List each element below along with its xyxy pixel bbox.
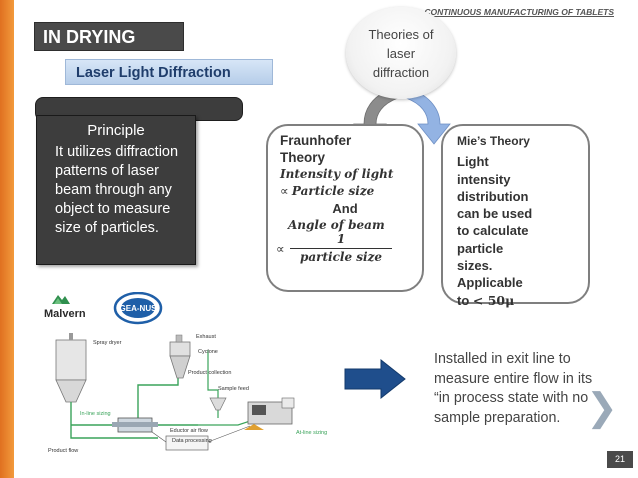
fraunhofer-box: Fraunhofer Theory Intensity of light ∝ P… [266, 124, 424, 292]
page-number: 21 [607, 451, 633, 468]
theories-bubble: Theories of laser diffraction [346, 7, 456, 99]
left-accent-stripe [0, 0, 14, 478]
mie-line7: sizes. [457, 258, 493, 274]
mie-line6: particle [457, 240, 504, 256]
mie-line5: to calculate [457, 223, 529, 239]
fraunhofer-frac-line [290, 248, 392, 249]
spray-dryer-icon [55, 333, 87, 403]
logos: Malvern GEA-NUS [44, 291, 164, 331]
label-product-collection: Product collection [188, 370, 231, 376]
fraunhofer-prop-symbol: ∝ [280, 184, 289, 198]
fraunhofer-title-line2: Theory [280, 150, 326, 165]
cyclone-icon [169, 334, 191, 379]
label-cyclone: Cyclone [198, 349, 218, 355]
malvern-logo-icon: Malvern GEA-NUS [44, 291, 163, 325]
fraunhofer-frac-den: particle size [299, 250, 383, 264]
process-diagram: Spray dryer In-line sizing Exhaust Cyclo… [48, 333, 327, 454]
label-product-flow: Product flow [48, 448, 78, 454]
slide-title: IN DRYING [34, 22, 184, 51]
fraunhofer-title-line1: Fraunhofer [280, 133, 352, 148]
mie-line3: distribution [457, 188, 529, 204]
principle-heading: Principle [87, 122, 145, 139]
mie-line9-math: < 50μ [472, 292, 515, 308]
data-processing-box [165, 435, 209, 451]
label-data-processing: Data processing [172, 438, 212, 444]
curved-arrow-right-icon [405, 89, 451, 145]
mie-line8: Applicable [457, 275, 523, 291]
next-chevron-icon[interactable]: ❯ [586, 387, 618, 429]
mie-title: Mie’s Theory [457, 134, 530, 148]
fraunhofer-particle-size: Particle size [291, 184, 375, 198]
fraunhofer-intensity: Intensity of light [280, 167, 394, 181]
principle-body: It utilizes diffraction patterns of lase… [55, 144, 179, 236]
mie-line4: can be used [457, 206, 533, 222]
atline-instrument-icon [244, 397, 295, 430]
label-exhaust: Exhaust [196, 334, 216, 340]
gea-text: GEA-NUS [120, 304, 158, 313]
label-atline-sizing: At-line sizing [296, 430, 327, 436]
header-title: CONTINUOUS MANUFACTURING OF TABLETS [424, 7, 614, 17]
fraunhofer-prop-symbol-2: ∝ [276, 242, 285, 256]
label-eductor: Eductor air flow [170, 428, 208, 434]
principle-box: Principle It utilizes diffraction patter… [36, 115, 196, 265]
label-sample-feed: Sample feed [218, 386, 249, 392]
mie-line2: intensity [457, 171, 511, 187]
mie-line1: Light [457, 154, 489, 170]
mie-box: Mie’s Theory Light intensity distributio… [441, 124, 590, 308]
slide-subtitle: Laser Light Diffraction [65, 59, 273, 85]
info-text: Installed in exit line to measure entire… [434, 351, 593, 426]
label-inline-sizing: In-line sizing [80, 411, 111, 417]
theories-bubble-text: Theories of laser diffraction [368, 26, 434, 80]
mie-line9-prefix: to [457, 292, 470, 308]
malvern-text: Malvern [44, 308, 86, 320]
fraunhofer-and: And [332, 201, 358, 216]
fraunhofer-angle: Angle of beam [288, 218, 385, 232]
fraunhofer-frac-num: 1 [336, 232, 346, 246]
label-spray-dryer: Spray dryer [93, 340, 122, 346]
big-right-arrow-icon [344, 358, 406, 400]
